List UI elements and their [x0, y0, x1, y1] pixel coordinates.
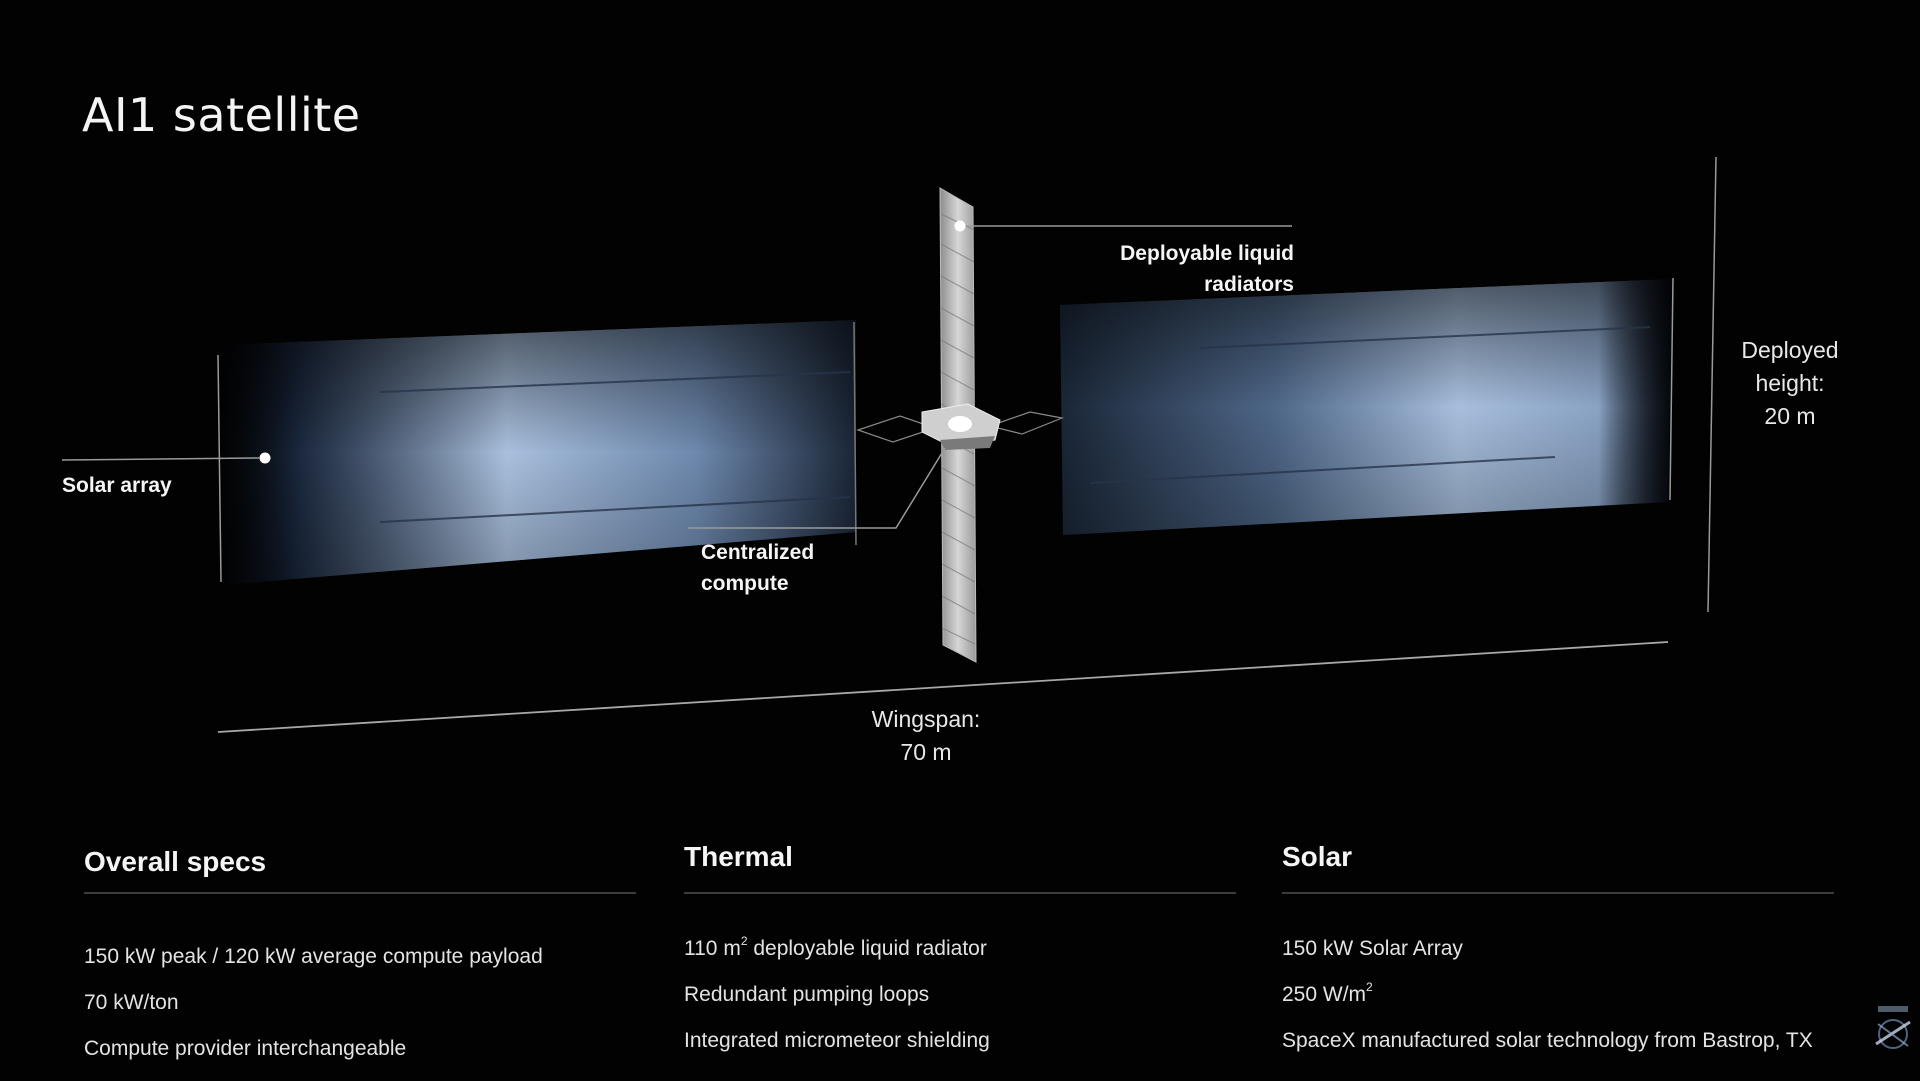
compute-callout-label: Centralized compute	[701, 541, 815, 595]
spec-item: Redundant pumping loops	[684, 983, 930, 1006]
spec-item: Compute provider interchangeable	[84, 1037, 407, 1060]
solar-list: 150 kW Solar Array 250 W/m2 SpaceX manuf…	[1282, 934, 1834, 1072]
spec-item: Integrated micrometeor shielding	[684, 1029, 990, 1052]
wingspan-dimension-line	[217, 641, 1669, 733]
satellite-diagram	[61, 156, 1717, 733]
left-solar-panel	[220, 320, 856, 585]
spec-item: 150 kW Solar Array	[1282, 937, 1463, 960]
solar-section: Solar 150 kW Solar Array 250 W/m2 SpaceX…	[1282, 841, 1834, 1072]
overall-specs-heading: Overall specs	[84, 846, 267, 877]
spec-item: 110 m2 deployable liquid radiator	[684, 934, 987, 960]
radiator-callout-dot	[954, 220, 966, 232]
slide-title: AI1 satellite	[82, 88, 361, 142]
compute-callout-line	[688, 447, 946, 529]
radiators-callout-label: Deployable liquid radiators	[1120, 242, 1294, 296]
spec-item: 250 W/m2	[1282, 980, 1373, 1006]
solar-heading: Solar	[1282, 841, 1353, 872]
compute-hub	[856, 403, 1065, 450]
solar-divider	[1282, 892, 1834, 894]
solar-array-callout-dot	[259, 452, 271, 464]
height-dimension-line	[1707, 156, 1717, 613]
right-solar-panel	[1060, 279, 1672, 535]
spec-item: SpaceX manufactured solar technology fro…	[1282, 1029, 1813, 1052]
solar-array-callout-label: Solar array	[62, 474, 172, 497]
solar-array-callout-line	[61, 457, 260, 461]
overall-specs-list: 150 kW peak / 120 kW average compute pay…	[84, 942, 636, 1080]
thermal-list: 110 m2 deployable liquid radiator Redund…	[684, 934, 1236, 1072]
spec-item: 70 kW/ton	[84, 991, 179, 1014]
logo-watermark-icon	[1875, 1006, 1911, 1049]
wingspan-label: Wingspan: 70 m	[871, 706, 981, 765]
thermal-divider	[684, 892, 1236, 894]
spec-item: 150 kW peak / 120 kW average compute pay…	[84, 945, 543, 968]
thermal-section: Thermal 110 m2 deployable liquid radiato…	[684, 841, 1236, 1072]
left-hinge-line	[853, 321, 857, 546]
left-wing-edge	[217, 354, 222, 583]
thermal-heading: Thermal	[684, 841, 793, 872]
overall-specs-divider	[84, 892, 636, 894]
overall-specs-section: Overall specs 150 kW peak / 120 kW avera…	[84, 846, 636, 1080]
deployed-height-label: Deployed height: 20 m	[1741, 337, 1839, 429]
right-wing-edge	[1669, 277, 1674, 501]
